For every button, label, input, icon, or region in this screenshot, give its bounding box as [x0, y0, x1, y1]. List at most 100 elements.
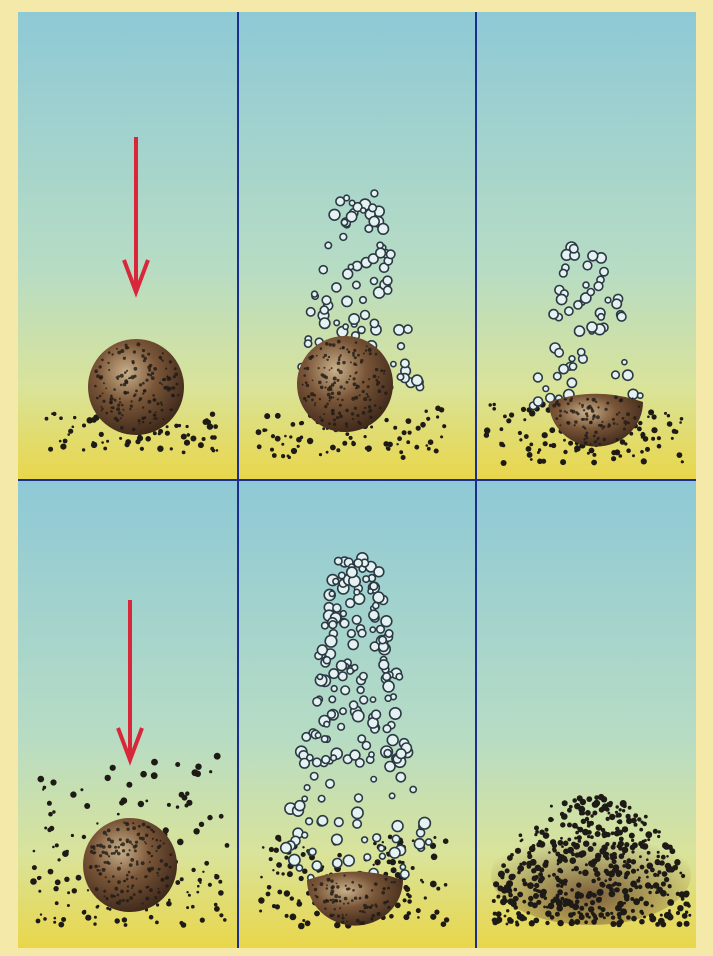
panel-top-3: [476, 12, 696, 480]
vapor-bubble: [315, 733, 320, 738]
surface-speck: [114, 887, 118, 891]
debris-particle: [397, 436, 402, 441]
debris-particle: [403, 898, 407, 902]
vapor-bubble: [370, 642, 379, 651]
debris-particle: [284, 435, 287, 438]
debris-particle: [202, 437, 206, 441]
dust-particle: [602, 835, 605, 838]
debris-particle: [401, 455, 406, 460]
vapor-bubble: [307, 308, 315, 316]
surface-speck: [138, 825, 141, 828]
debris-particle: [277, 890, 282, 895]
surface-speck: [302, 384, 304, 386]
surface-speck: [145, 843, 147, 845]
debris-particle: [396, 443, 398, 445]
debris-particle: [434, 910, 439, 915]
surface-speck: [122, 849, 125, 852]
surface-speck: [130, 400, 132, 402]
surface-speck: [120, 384, 123, 387]
surface-speck: [134, 849, 137, 852]
vapor-bubble: [363, 576, 369, 582]
surface-speck: [341, 921, 344, 924]
debris-particle: [207, 815, 212, 820]
surface-speck: [123, 383, 127, 387]
dust-particle: [493, 881, 499, 887]
vapor-bubble: [352, 616, 361, 625]
debris-particle: [391, 867, 397, 873]
debris-particle: [210, 412, 215, 417]
vapor-bubble: [334, 320, 339, 325]
surface-speck: [559, 414, 562, 417]
dust-particle: [563, 879, 568, 884]
dust-particle: [601, 828, 605, 832]
dust-particle: [556, 894, 560, 898]
surface-speck: [122, 409, 124, 411]
debris-particle: [619, 454, 623, 458]
surface-speck: [365, 895, 369, 899]
surface-speck: [351, 899, 354, 902]
debris-particle: [440, 435, 443, 438]
surface-speck: [119, 401, 121, 403]
dust-particle: [545, 828, 549, 832]
surface-speck: [142, 902, 144, 904]
debris-particle: [210, 447, 214, 451]
panel-top-2: [238, 12, 476, 480]
surface-speck: [131, 375, 135, 379]
debris-particle: [153, 431, 157, 435]
surface-speck: [360, 359, 363, 362]
debris-particle: [416, 426, 421, 431]
debris-particle: [647, 415, 650, 418]
debris-particle: [284, 890, 290, 896]
debris-particle: [302, 919, 305, 922]
surface-speck: [380, 369, 383, 372]
vapor-bubble: [309, 848, 316, 855]
debris-particle: [145, 800, 148, 803]
vapor-bubble: [369, 752, 374, 757]
surface-speck: [583, 409, 585, 411]
debris-particle: [667, 421, 673, 427]
vapor-bubble: [355, 794, 363, 802]
surface-speck: [129, 408, 131, 410]
debris-particle: [526, 446, 532, 452]
surface-speck: [170, 408, 173, 411]
dust-particle: [552, 873, 556, 877]
dust-particle: [631, 850, 634, 853]
surface-speck: [333, 381, 336, 384]
debris-particle: [59, 440, 62, 443]
surface-speck: [155, 850, 157, 852]
vapor-bubble: [354, 559, 362, 567]
debris-particle: [106, 440, 109, 443]
surface-speck: [306, 367, 310, 371]
surface-speck: [114, 846, 117, 849]
dust-particle: [622, 826, 628, 832]
surface-speck: [112, 406, 115, 409]
debris-particle: [67, 891, 70, 894]
surface-speck: [129, 841, 132, 844]
surface-speck: [144, 875, 147, 878]
surface-speck: [362, 411, 366, 415]
dust-particle: [642, 840, 646, 844]
debris-particle: [493, 403, 496, 406]
vapor-bubble: [378, 845, 384, 851]
surface-speck: [324, 376, 328, 380]
debris-particle: [506, 418, 511, 423]
dust-particle: [533, 893, 539, 899]
debris-particle: [416, 908, 421, 913]
surface-speck: [147, 886, 149, 888]
surface-speck: [616, 423, 618, 425]
debris-particle: [386, 852, 389, 855]
surface-speck: [638, 406, 640, 408]
debris-particle: [122, 917, 127, 922]
dust-particle: [584, 903, 588, 907]
dust-particle: [622, 864, 626, 868]
dust-particle: [605, 852, 609, 856]
debris-particle: [210, 435, 214, 439]
debris-particle: [140, 771, 147, 778]
surface-speck: [165, 368, 167, 370]
surface-speck: [133, 350, 136, 353]
surface-speck: [126, 899, 129, 902]
debris-particle: [640, 450, 644, 454]
debris-particle: [364, 435, 367, 438]
surface-speck: [363, 904, 367, 908]
dust-particle: [675, 859, 679, 863]
